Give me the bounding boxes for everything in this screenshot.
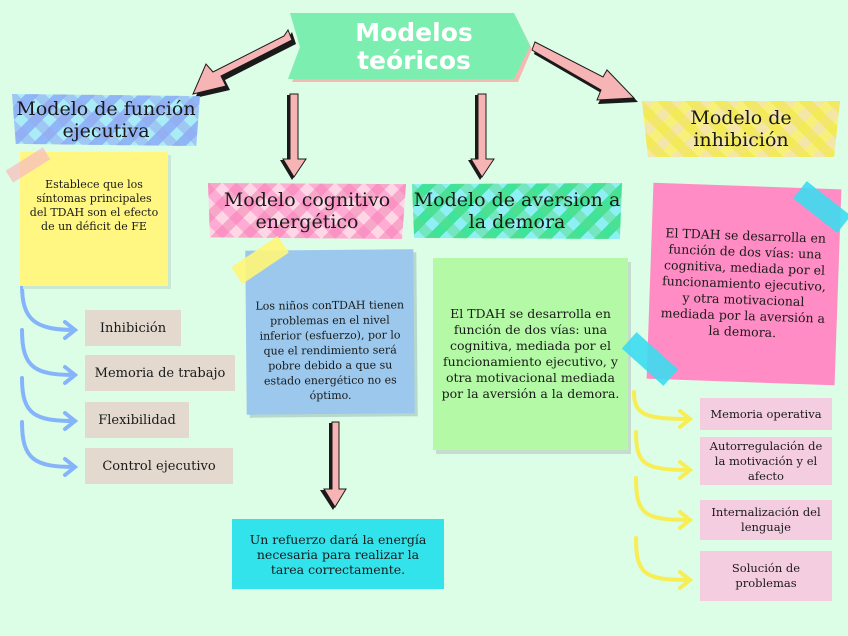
connector-solucion [634,536,694,590]
delay-aversion-title: Modelo de aversion a la demora [413,189,621,233]
component-label: Inhibición [99,320,167,336]
inhibition-component-0: Memoria operativa [700,398,832,430]
cognitive-model-title: Modelo cognitivo energético [223,189,391,233]
arrow-to-inhibition-model [531,41,638,104]
component-label: Memoria operativa [710,406,822,421]
connector-memoria-operativa [632,390,694,429]
arrow-to-delay-aversion-model [468,93,495,180]
component-label: Autorregulación de la motivación y el af… [709,438,823,483]
executive-component-0: Inhibición [85,310,181,346]
delay-aversion-description: El TDAH se desarrolla en función de dos … [441,306,620,401]
executive-component-1: Memoria de trabajo [85,355,235,391]
cognitive-model-description: Los niños conTDAH tienen problemas en el… [255,298,405,403]
inhibition-component-2: Internalización del lenguaje [700,500,832,540]
executive-component-3: Control ejecutivo [85,448,233,484]
executive-model-note: Establece que los síntomas principales d… [20,152,168,286]
connector-internalizacion [634,476,694,530]
component-label: Memoria de trabajo [94,365,226,381]
cognitive-model-note: Los niños conTDAH tienen problemas en el… [245,249,415,415]
central-title: Modelos teóricos [355,17,473,75]
cognitive-model-header: Modelo cognitivo energético [208,183,406,239]
component-label: Internalización del lenguaje [711,505,821,534]
component-label: Flexibilidad [98,412,176,428]
cognitive-consequence-text: Un refuerzo dará la energía necesaria pa… [249,531,427,577]
executive-model-title: Modelo de función ejecutiva [16,98,196,142]
inhibition-component-3: Solución de problemas [700,551,832,601]
central-banner-shape [288,13,532,82]
executive-model-header: Modelo de función ejecutiva [12,94,200,146]
connector-autorregulacion [634,430,694,480]
executive-connectors [20,283,79,477]
executive-component-2: Flexibilidad [85,402,189,438]
arrow-to-consequence [320,421,347,510]
cognitive-consequence-note: Un refuerzo dará la energía necesaria pa… [232,519,444,589]
inhibition-connectors [632,390,694,590]
delay-aversion-note: El TDAH se desarrolla en función de dos … [433,258,628,450]
arrow-to-executive-model [192,28,296,98]
connector-flexibilidad [20,376,79,431]
inhibition-model-title: Modelo de inhibición [690,107,792,151]
connector-control-ejecutivo [20,420,79,477]
inhibition-model-header: Modelo de inhibición [642,101,840,157]
delay-aversion-header: Modelo de aversion a la demora [412,183,622,239]
connector-inhibicion [20,283,79,340]
inhibition-component-1: Autorregulación de la motivación y el af… [700,437,832,485]
inhibition-model-description: El TDAH se desarrolla en función de dos … [660,225,827,341]
component-label: Control ejecutivo [102,458,216,474]
connector-memoria-trabajo [20,328,79,385]
arrow-to-cognitive-model [280,93,307,180]
central-title-banner: Modelos teóricos [286,9,532,84]
executive-model-description: Establece que los síntomas principales d… [29,178,159,233]
component-label: Solución de problemas [731,561,801,590]
